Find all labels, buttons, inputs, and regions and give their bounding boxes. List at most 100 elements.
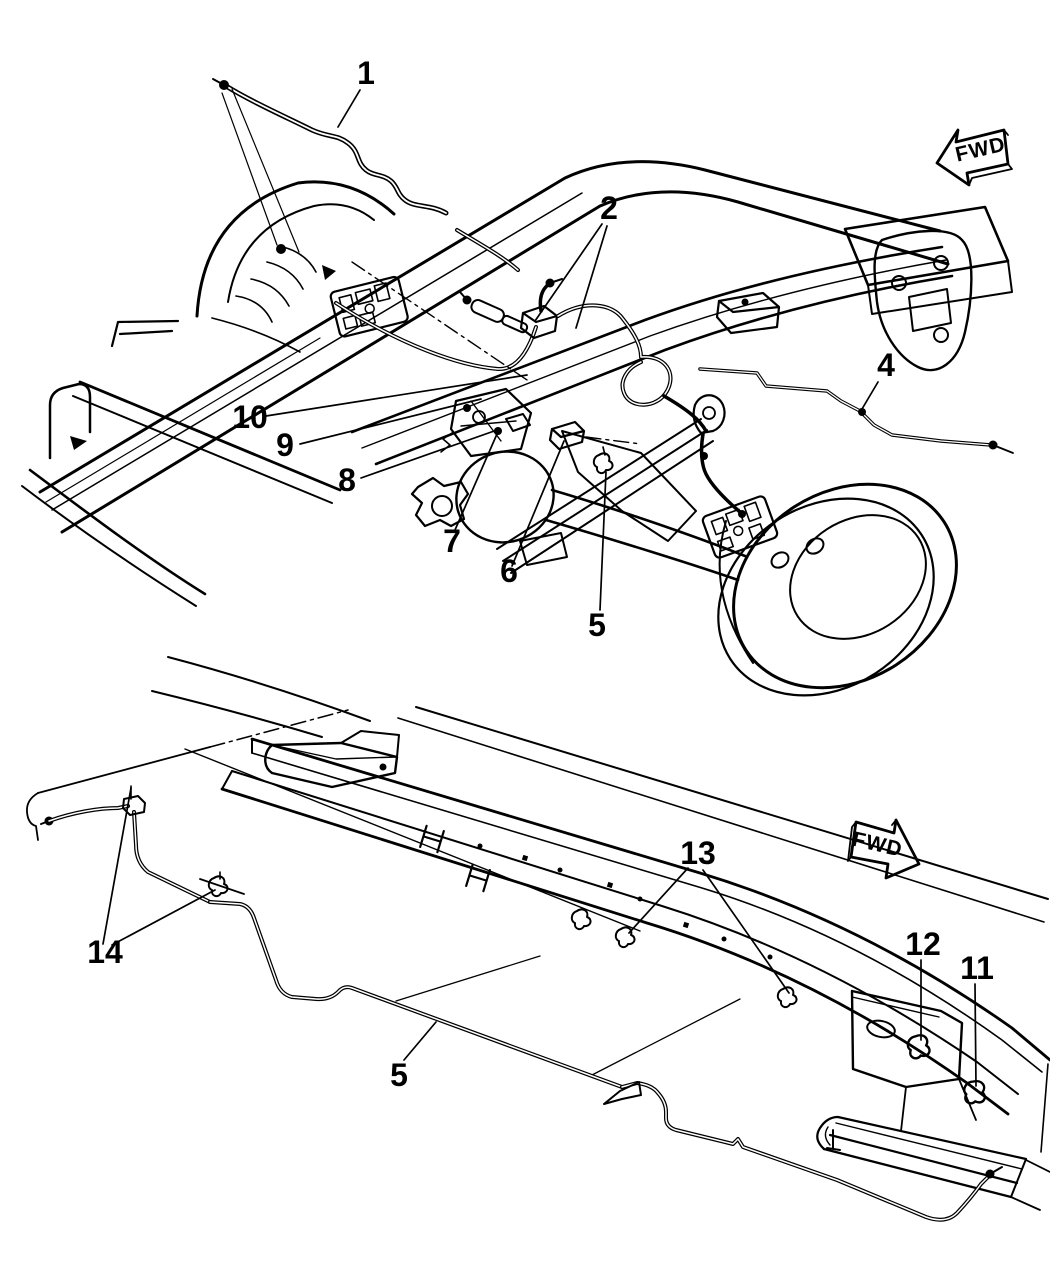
rail-web-edge [231,770,1019,1095]
callouts-bottom-view: 14 5 13 12 11 [87,787,994,1093]
centerline-2 [585,436,642,445]
bracket-bolt [741,298,749,306]
callout-1: 1 [337,55,375,128]
stabilizer-curve [28,468,207,596]
arch-inner [227,203,375,303]
leader-line [337,89,361,128]
callout-number: 5 [390,1057,408,1093]
callout-4: 4 [861,347,895,410]
leader-line [454,433,498,531]
channel-right-edge [1010,1158,1027,1198]
rail-square-hole [521,854,529,862]
frame-rail-view: FWD 14 5 13 12 11 [26,656,1050,1222]
small-arrow-icon [322,265,336,280]
callout-10: 10 [232,374,528,435]
fwd-arrow-bevel [847,819,897,862]
leader-line [599,471,607,611]
bundle-left [47,804,212,904]
tag-dot [732,525,744,537]
channel-end-cap [816,1115,840,1151]
rear-chassis-view: FWD 1 2 4 10 9 [21,55,1014,697]
callout-9: 9 [276,398,482,463]
clevis-pin [472,410,486,424]
mount-bolt-stem [459,291,468,301]
leader-line [628,867,790,994]
fwd-label-bottom: FWD [850,828,905,862]
drum-stud [770,551,790,569]
rail-square-hole [606,881,614,889]
rear-crossmember [715,205,1013,372]
tag-blocks [338,282,391,330]
callout-number: 7 [443,523,461,559]
drum-face [789,514,927,640]
panel-edge-dashed [209,709,349,748]
callout-number: 2 [600,190,618,226]
panel-corner [26,792,39,841]
callout-12: 12 [905,926,941,1041]
rail-top-flange [250,737,1050,1062]
drum-stud [805,537,825,555]
fwd-arrow-bottom: FWD [847,818,921,880]
fitting-tick [212,78,225,86]
direction-arrowhead-icon [70,436,87,450]
channel-rib-inner [835,1122,1023,1170]
callout-number: 4 [877,347,895,383]
cable-down [699,432,742,514]
front-cable-highlight [335,302,537,370]
leader-line [299,398,482,445]
frame-rails [21,160,954,607]
leader-line [861,381,879,410]
near-rail-upper-edge [38,160,942,494]
bundle-right-highlight [621,1082,990,1221]
plate-inner-line [851,996,940,1018]
rail-hole [477,843,483,849]
location-span-lines [221,88,300,253]
leader-line [102,787,216,946]
bracket-plate [449,387,533,458]
crossmember-bolt [379,763,387,771]
brake-drum [717,482,958,697]
flag-clip [603,1081,642,1105]
callouts-top-view: 1 2 4 10 9 8 7 [232,55,895,643]
callout-number: 8 [338,462,356,498]
fitting-nipple [549,278,563,284]
crossmember-top-face [843,205,1010,287]
fwd-label-top: FWD [953,133,1008,167]
channel-rib-3 [822,1147,1013,1199]
callout-number: 1 [357,55,375,91]
rail-hole [721,936,727,942]
fwd-arrow-top: FWD [935,128,1013,187]
rail-h-slot [465,863,491,893]
axle-tube [544,488,747,582]
arch-hatch-arcs [235,246,317,323]
shield-wedge [561,430,697,542]
spring-hanger [692,394,726,435]
bracket-hole [933,327,949,343]
cross-bar-edge [72,395,333,504]
hose-loop-highlight [557,304,672,406]
near-rail-inner-line-2 [45,337,321,503]
fwd-arrow-bevel [968,129,1013,186]
cable-to-hanger [662,394,708,433]
junction-block [519,304,559,340]
clip-part6 [548,420,586,451]
bracket-hole [933,255,949,271]
callout-number: 12 [905,926,941,962]
shock-body [470,299,505,323]
stabilizer-curve-2 [21,485,197,607]
leader-line [265,374,528,417]
line-fitting [858,408,866,416]
tank-edge-line [395,955,541,1002]
clip-stem [602,446,606,456]
rail-end-cap [221,738,253,790]
drum-rear-rim [717,497,935,697]
bundle-middle-highlight [209,901,623,1088]
callout-number: 5 [588,607,606,643]
leader-line [360,429,498,479]
differential-housing [455,450,555,544]
frame-horn-end [48,382,92,460]
crossmember-back [340,730,400,758]
fwd-arrow-shape [849,818,921,880]
callout-number: 11 [960,950,994,986]
